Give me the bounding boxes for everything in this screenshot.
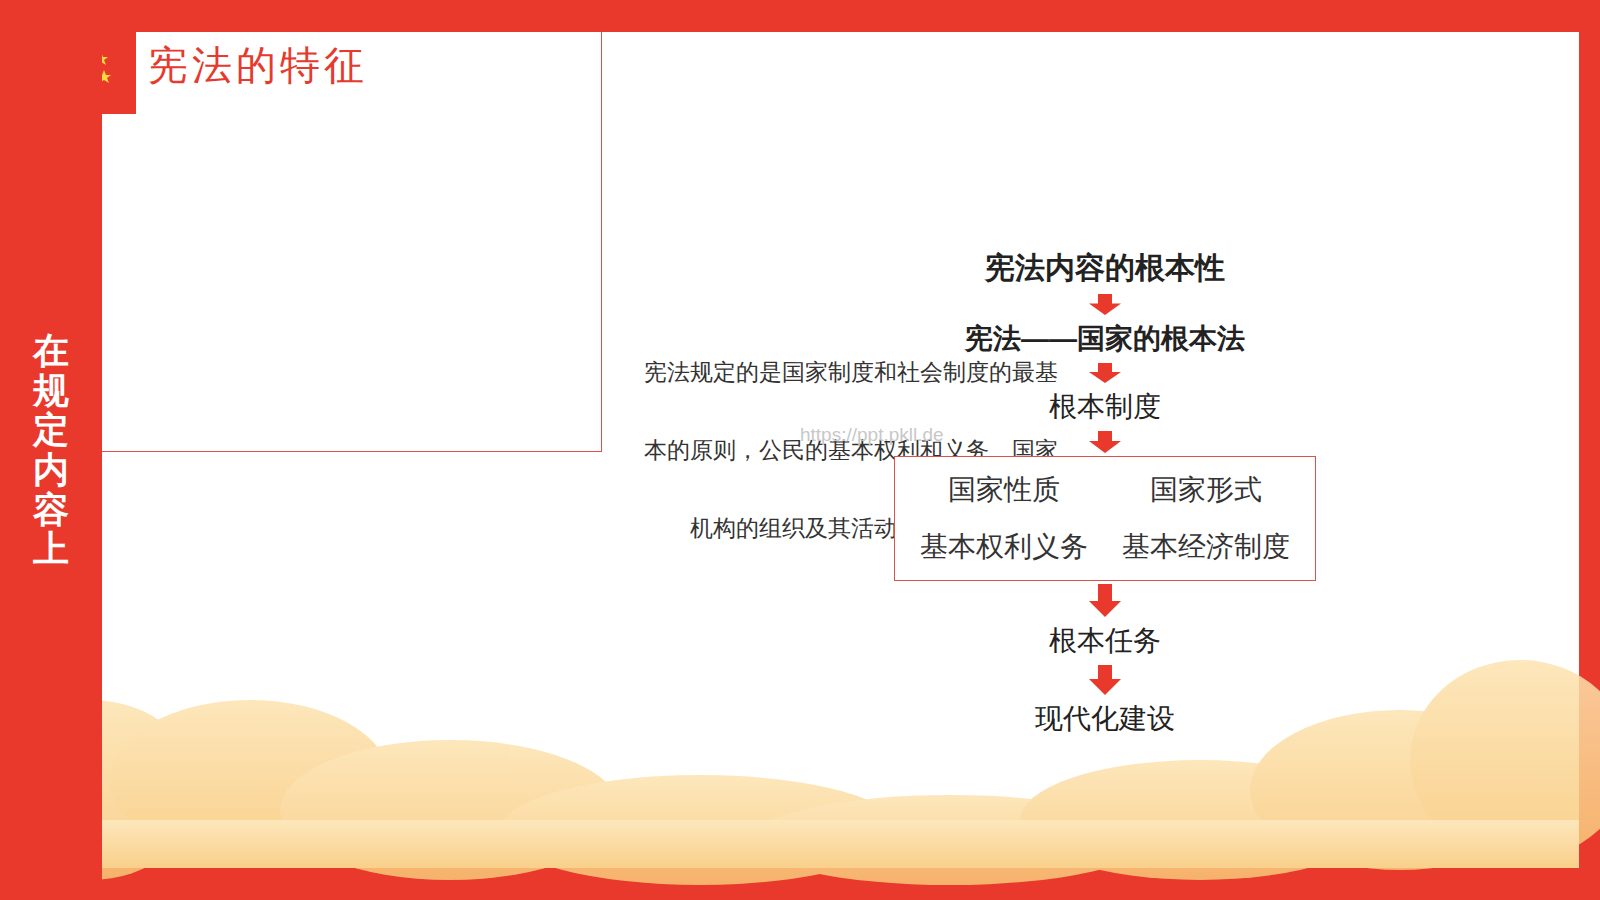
step-text: 宪法——国家的根本法 <box>965 323 1245 354</box>
body-area: 宪法规定的是国家制度和社会制度的最基本的原则，公民的基本权利和义务、国家机构的组… <box>102 0 1600 900</box>
step-text: 现代化建设 <box>1035 703 1175 734</box>
arrow-shape <box>1089 665 1121 695</box>
vertical-heading: 在规定内容上 <box>33 331 69 569</box>
slide-title: 宪法的特征 <box>148 38 368 93</box>
step-text: 宪法内容的根本性 <box>985 251 1225 284</box>
flow-step: 现代化建设 <box>1029 698 1181 740</box>
top-bar <box>0 0 1600 32</box>
arrow-shape <box>1089 294 1121 315</box>
watermark: https://ppt.pkll.de <box>800 424 944 446</box>
group-item: 基本经济制度 <box>1118 522 1294 572</box>
flow-arrow <box>1089 294 1121 315</box>
flow-arrow <box>1089 431 1121 453</box>
flow-step: 宪法——国家的根本法 <box>959 318 1251 360</box>
group-item: 基本权利义务 <box>916 522 1092 572</box>
group-item: 国家性质 <box>944 465 1064 515</box>
group-item: 国家形式 <box>1146 465 1266 515</box>
flow-step: 根本任务 <box>1043 620 1167 662</box>
step-text: 根本制度 <box>1049 391 1161 422</box>
arrow-shape <box>1089 584 1121 617</box>
flow-arrow <box>1089 363 1121 383</box>
arrow-shape <box>1089 431 1121 453</box>
flow-arrow <box>1089 665 1121 695</box>
group-box: 国家性质 国家形式基本权利义务基本经济制度 <box>894 456 1316 581</box>
flow-step: 根本制度 <box>1043 386 1167 428</box>
flow-arrow <box>1089 584 1121 617</box>
flow-step: 宪法内容的根本性 <box>979 246 1231 291</box>
step-text: 根本任务 <box>1049 625 1161 656</box>
arrow-shape <box>1089 363 1121 383</box>
side-band: 在规定内容上 <box>0 0 102 900</box>
